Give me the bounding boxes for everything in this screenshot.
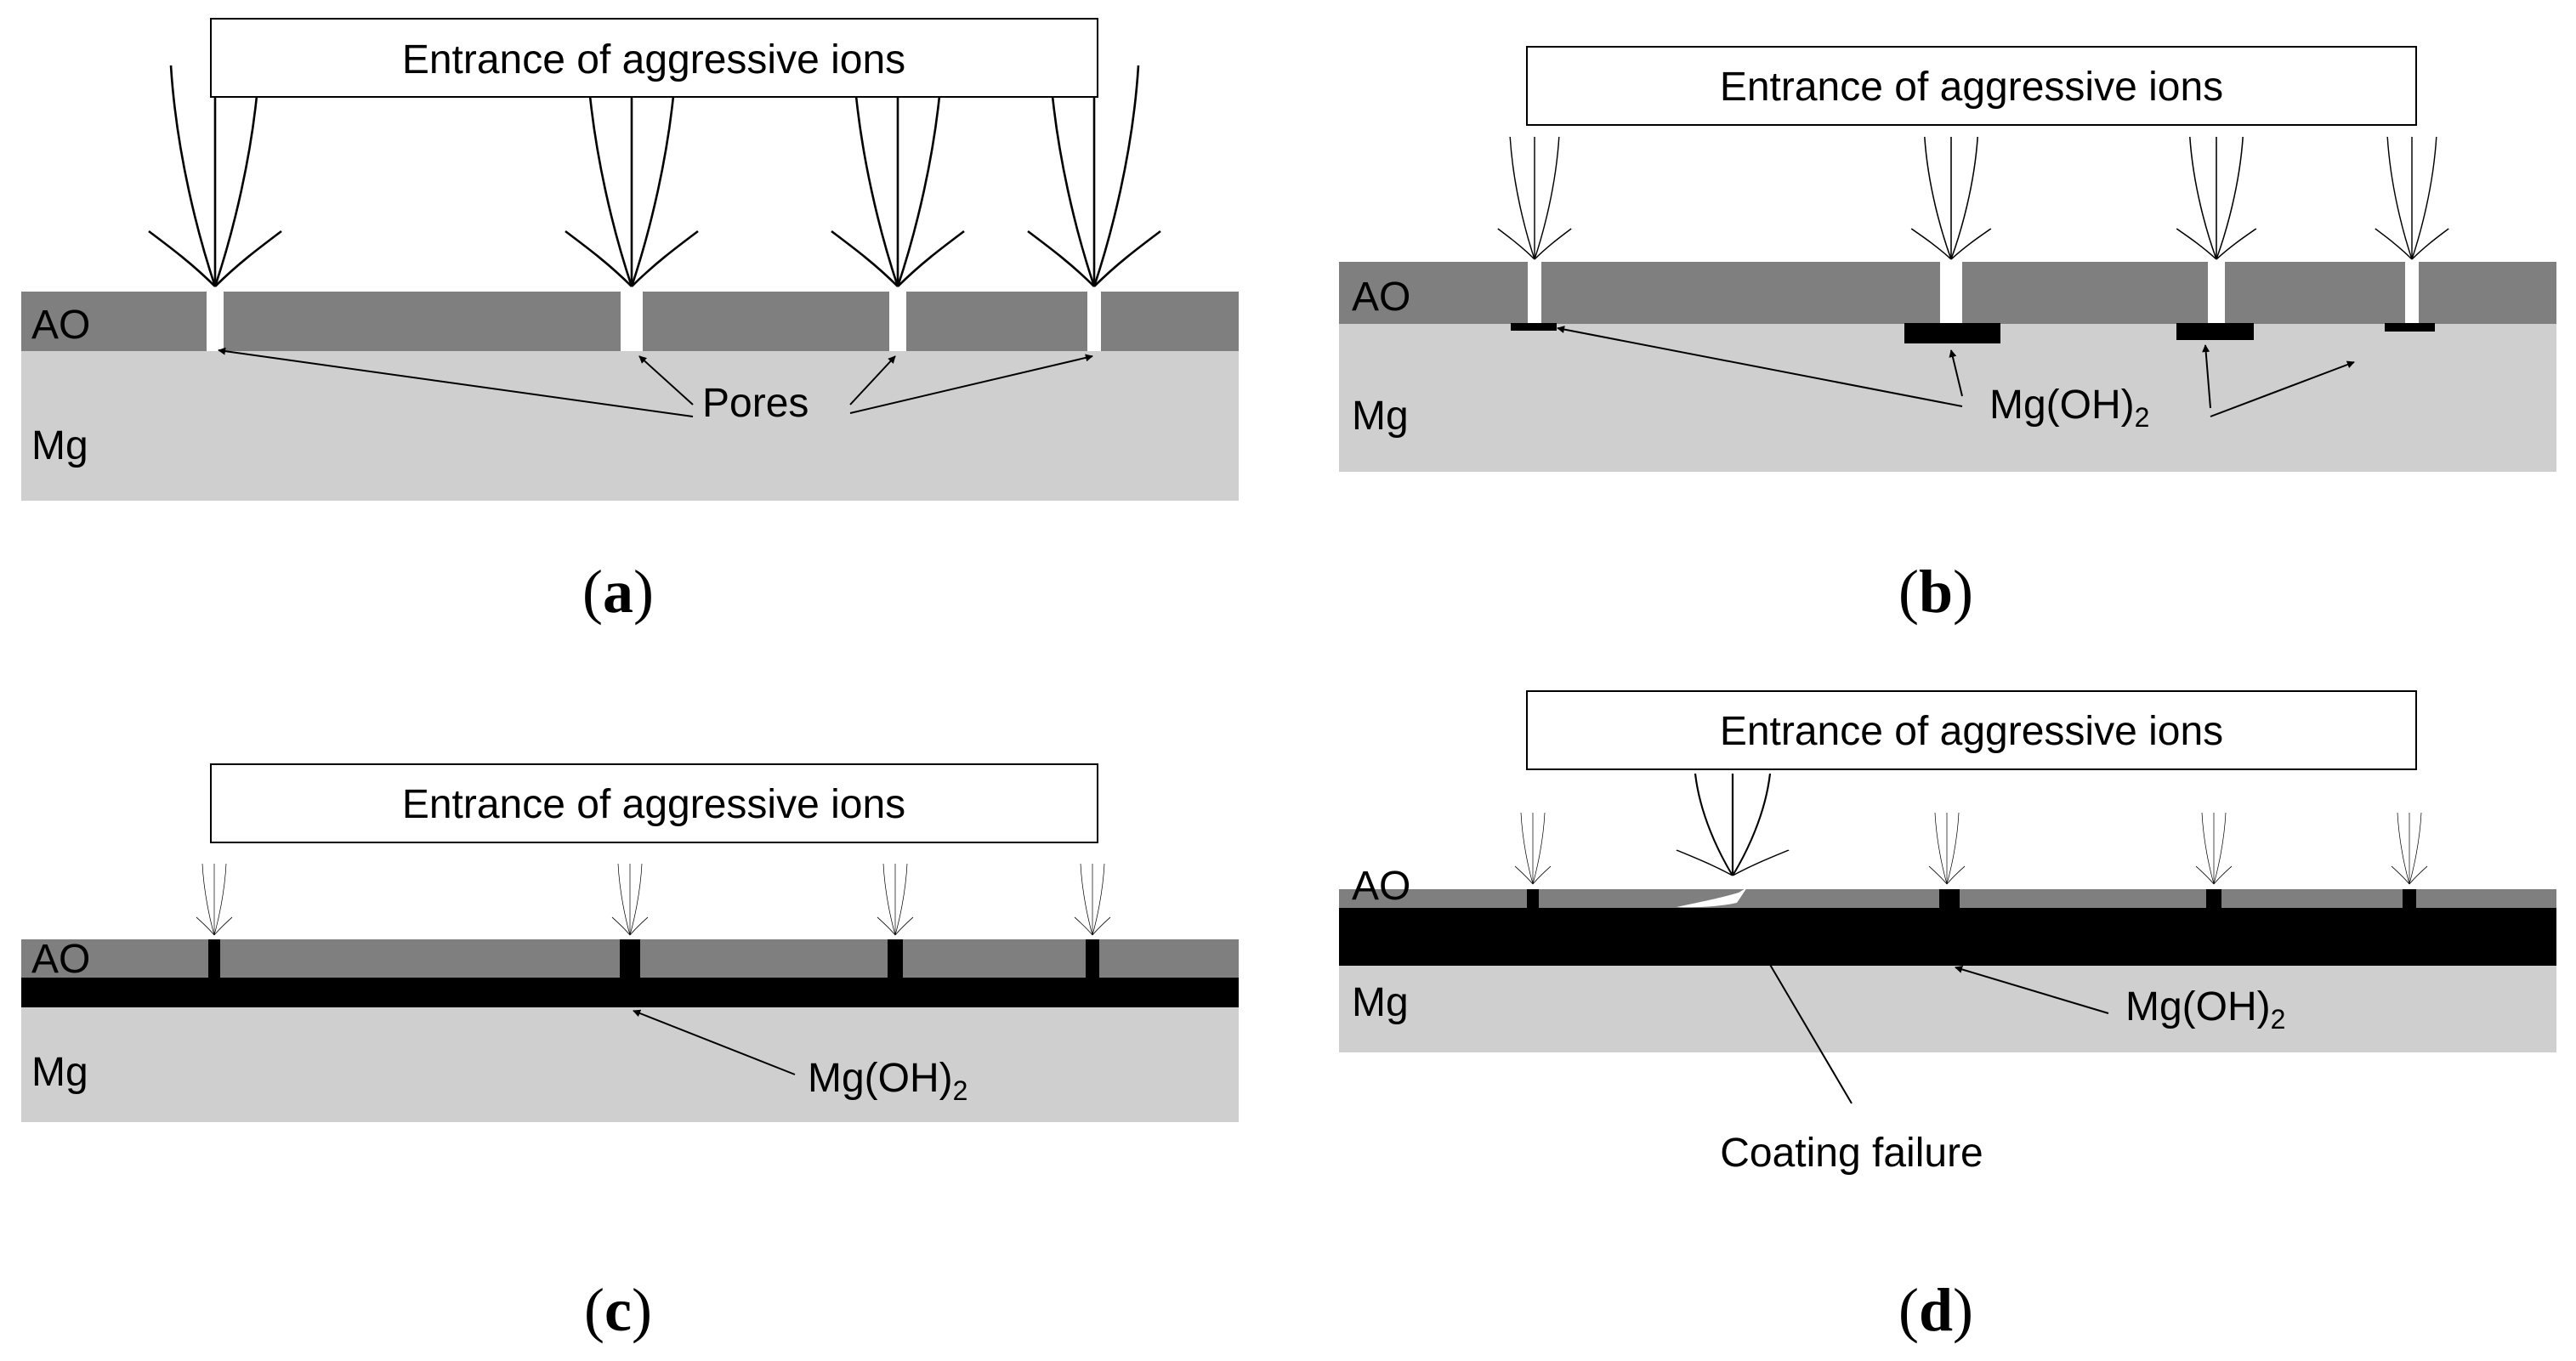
panel-d-coating-crack	[1677, 887, 1747, 908]
filled-pore	[2403, 889, 2416, 909]
filled-pore	[208, 939, 220, 978]
panel-c-caption: (c)	[584, 1276, 652, 1344]
ion-arrow-icon	[2176, 136, 2257, 260]
ion-arrow-icon	[565, 65, 699, 287]
pore	[1528, 262, 1541, 324]
panel-c-entrance-box	[210, 763, 1098, 843]
ion-arrow-icon	[148, 65, 282, 287]
filled-pore	[1527, 889, 1539, 909]
filled-pore	[620, 939, 640, 978]
panel-d-entrance-text: Entrance of aggressive ions	[1720, 709, 2223, 754]
filled-pore	[2206, 889, 2221, 909]
panel-d-entrance-box	[1526, 690, 2417, 770]
ion-arrow-icon	[1074, 863, 1111, 936]
ion-arrow-icon	[1027, 65, 1161, 287]
panel-b-ao-label: AO	[1352, 275, 1410, 320]
panel-c-mg-substrate	[21, 1007, 1239, 1122]
panel-c-hydroxide-layer	[21, 978, 1239, 1007]
filled-pore	[888, 939, 903, 978]
panel-d-ao-label: AO	[1352, 864, 1410, 909]
panel-b-mg-label: Mg	[1352, 394, 1409, 439]
panel-a-entrance-text: Entrance of aggressive ions	[402, 37, 905, 82]
panel-d-caption: (d)	[1898, 1276, 1973, 1344]
ion-arrow-icon	[2391, 812, 2428, 885]
panel-b: Entrance of aggressive ions AO Mg Mg(OH)…	[1339, 46, 2556, 626]
ion-arrow-icon	[1497, 136, 1572, 260]
panel-c-filled-pores	[208, 939, 1099, 978]
ion-arrow-icon	[2375, 136, 2449, 260]
panel-d-hydroxide-layer	[1339, 908, 2556, 966]
pore	[2405, 262, 2419, 324]
pore	[889, 292, 906, 351]
ion-arrow-icon	[1928, 812, 1966, 885]
ion-arrow-icon	[196, 863, 233, 936]
ion-arrow-icon	[611, 863, 649, 936]
panel-a-mg-label: Mg	[31, 423, 88, 468]
panel-c-pointer	[633, 1009, 796, 1075]
panel-d-hydroxide-label: Mg(OH)2	[2125, 984, 2285, 1035]
ion-arrow-icon	[831, 65, 965, 287]
panel-b-pores	[1528, 262, 2419, 324]
hydroxide-deposit	[1904, 323, 2000, 343]
ion-arrow-icon	[877, 863, 914, 936]
panel-a-caption: (a)	[582, 558, 654, 626]
pore	[207, 292, 224, 351]
panel-d-filled-pores	[1527, 889, 2416, 909]
panel-c-entrance-text: Entrance of aggressive ions	[402, 782, 905, 827]
panel-c-ion-arrows	[196, 863, 1111, 936]
panel-c-ao-label: AO	[31, 937, 90, 982]
panel-b-hydroxide-label: Mg(OH)2	[1989, 383, 2149, 433]
panel-c-mg-label: Mg	[31, 1050, 88, 1095]
pore	[621, 292, 643, 351]
panel-b-mg-substrate	[1339, 324, 2556, 472]
panel-b-entrance-box	[1526, 46, 2417, 126]
panel-d: Entrance of aggressive ions AO Mg Mg(OH)…	[1339, 690, 2556, 1344]
panel-a-pores	[207, 292, 1101, 351]
panel-c-hydroxide-label: Mg(OH)2	[808, 1056, 967, 1106]
panel-a-mg-substrate	[21, 351, 1239, 501]
ion-arrow-icon	[1910, 136, 1992, 260]
filled-pore	[1086, 939, 1099, 978]
hydroxide-deposit	[2385, 323, 2435, 332]
panel-b-ion-arrows	[1497, 136, 2449, 260]
filled-pore	[1939, 889, 1960, 909]
hydroxide-deposit	[1511, 323, 1557, 331]
panel-b-caption: (b)	[1898, 558, 1973, 626]
panel-d-ion-arrows	[1514, 773, 2428, 885]
panel-b-entrance-text: Entrance of aggressive ions	[1720, 65, 2223, 110]
ion-arrow-icon	[2195, 812, 2233, 885]
panel-d-failure-label: Coating failure	[1720, 1131, 1983, 1176]
panel-d-mg-substrate	[1339, 966, 2556, 1052]
panel-a-ion-arrows	[148, 65, 1161, 287]
panel-a-ao-label: AO	[31, 303, 90, 348]
panel-a: Entrance of aggressive ions AO Mg Pores …	[21, 18, 1239, 626]
panel-b-hydroxide-deposits	[1511, 323, 2435, 343]
ion-arrow-icon	[1676, 773, 1790, 876]
panel-d-mg-label: Mg	[1352, 980, 1409, 1025]
panel-a-pores-label: Pores	[702, 381, 809, 426]
pore	[2208, 262, 2225, 324]
panel-d-hydroxide-pointer	[1955, 966, 2109, 1014]
pore	[1087, 292, 1101, 351]
panel-a-pointers	[218, 347, 1093, 417]
pore	[1940, 262, 1962, 324]
panel-b-pointers	[1557, 326, 2355, 417]
panel-d-failure-pointer	[1766, 958, 1853, 1104]
panel-a-entrance-box	[210, 18, 1098, 98]
panel-c: Entrance of aggressive ions AO Mg Mg(OH)…	[21, 763, 1239, 1344]
hydroxide-deposit	[2176, 323, 2254, 340]
ion-arrow-icon	[1514, 812, 1552, 885]
